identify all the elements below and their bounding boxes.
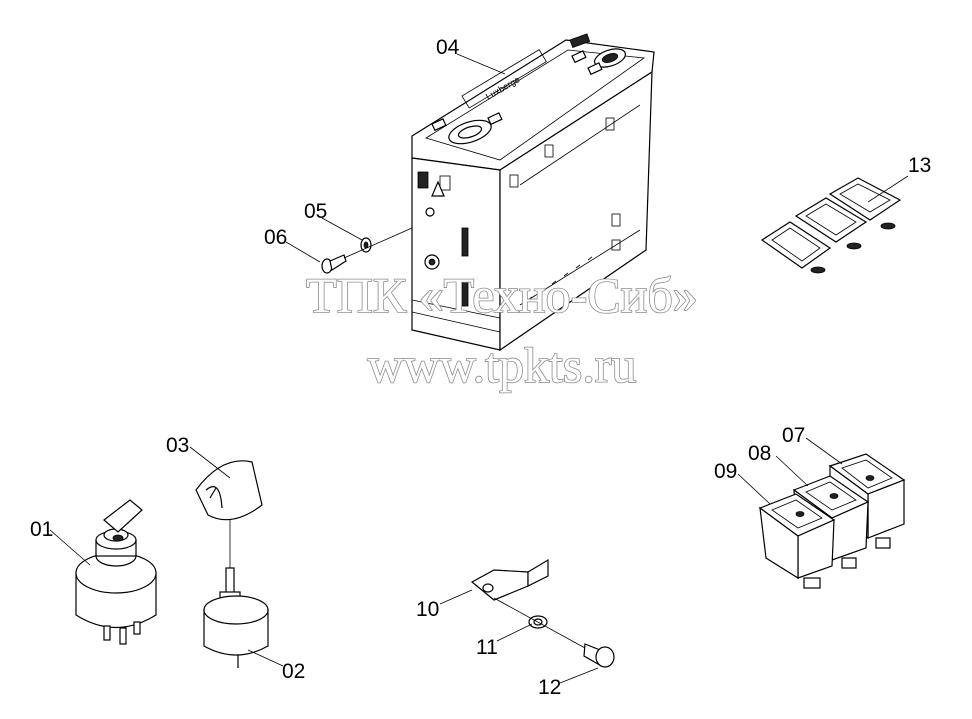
part-02-rotary-switch bbox=[203, 567, 269, 668]
part-06-screw bbox=[321, 227, 413, 274]
callout-09: 09 bbox=[714, 460, 737, 483]
part-12-bolt bbox=[493, 597, 615, 668]
part-10-bracket bbox=[470, 558, 549, 601]
part-09-rocker-switch bbox=[758, 493, 836, 589]
callout-12: 12 bbox=[538, 676, 561, 699]
callout-10: 10 bbox=[416, 598, 439, 621]
part-05-washer bbox=[360, 237, 372, 253]
watermark-website: www.tpkts.ru bbox=[368, 337, 637, 393]
callout-04: 04 bbox=[436, 36, 460, 59]
callout-06: 06 bbox=[264, 226, 287, 249]
part-13-switch-frames bbox=[760, 177, 902, 274]
part-01-ignition-switch bbox=[75, 499, 157, 645]
leader-lines bbox=[49, 53, 909, 684]
callout-02: 02 bbox=[282, 660, 305, 683]
callout-01: 01 bbox=[30, 518, 53, 541]
callout-13: 13 bbox=[908, 154, 931, 177]
callout-08: 08 bbox=[748, 442, 771, 465]
watermark: ТПК «Техно-Сиб» www.tpkts.ru bbox=[305, 266, 698, 394]
callouts: 01 02 03 04 05 06 07 08 09 10 11 12 13 bbox=[30, 36, 931, 699]
callout-07: 07 bbox=[782, 424, 805, 447]
callout-03: 03 bbox=[166, 434, 189, 457]
callout-11: 11 bbox=[476, 636, 498, 659]
part-04-control-unit: Luxberge bbox=[411, 33, 655, 352]
part-03-knob bbox=[195, 460, 263, 572]
watermark-company: ТПК «Техно-Сиб» bbox=[306, 267, 698, 323]
callout-05: 05 bbox=[304, 200, 327, 223]
